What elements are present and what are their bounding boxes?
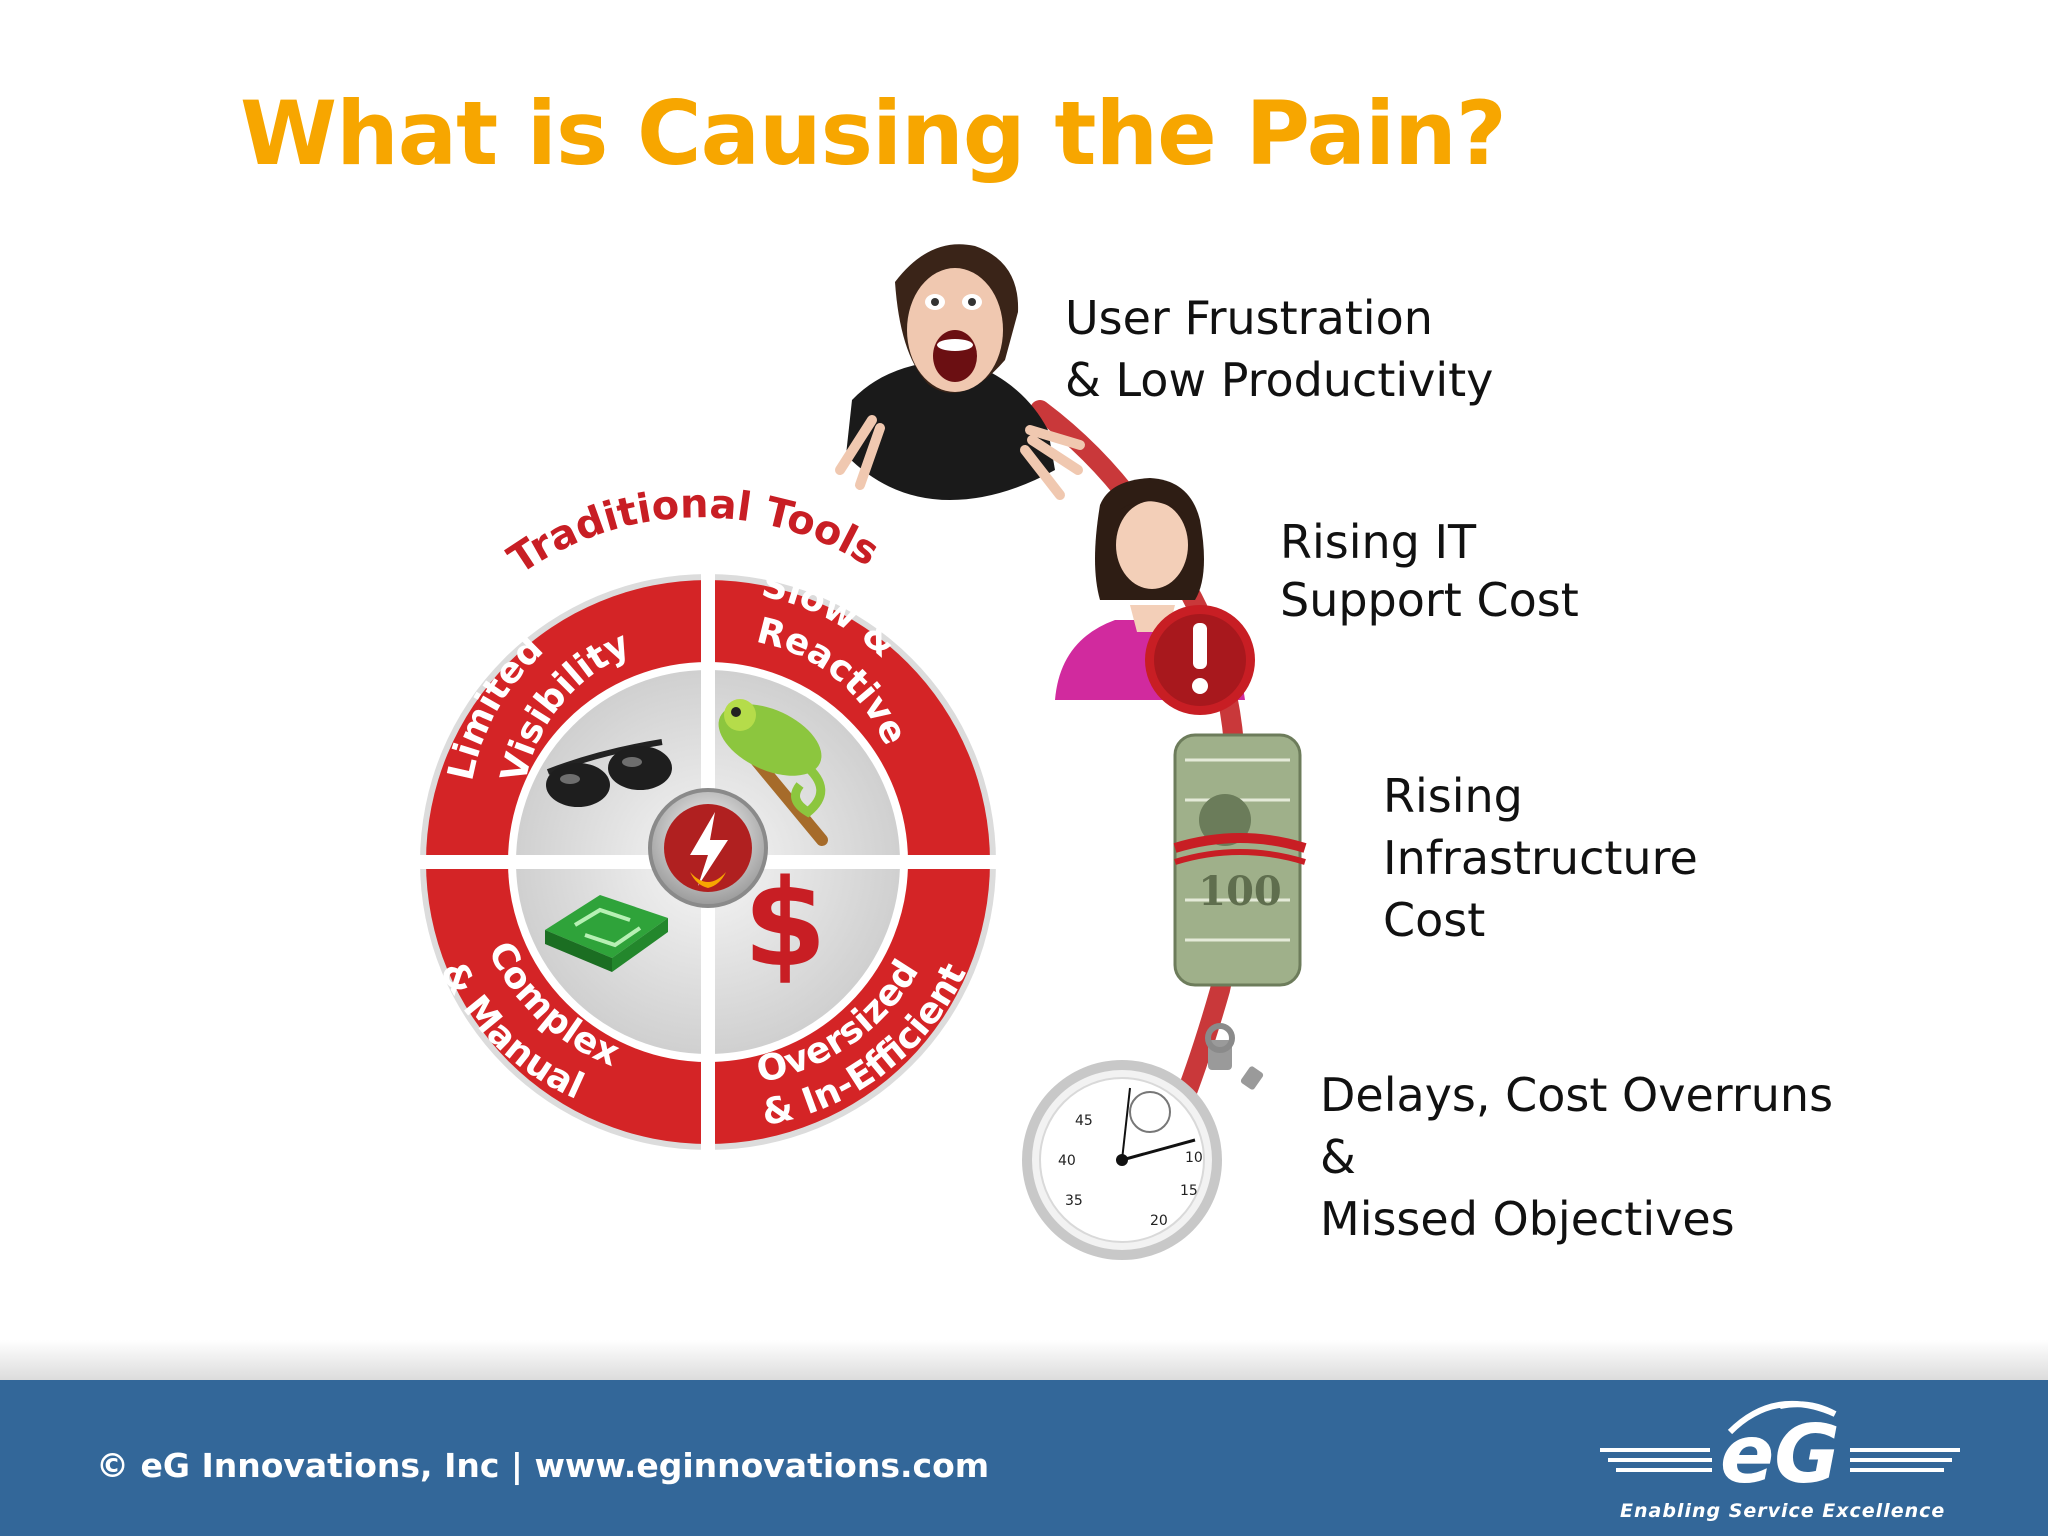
traditional-tools-wheel: Limited Visibility Slow & Reactive Compl…	[420, 481, 996, 1150]
pain-rising-it-support-cost: Rising IT Support Cost	[1280, 513, 1579, 629]
pain-delays-cost-overruns-line1: Delays, Cost Overruns	[1320, 1068, 1834, 1122]
pain-user-frustration: User Frustration & Low Productivity	[1065, 287, 1493, 411]
svg-text:35: 35	[1065, 1193, 1083, 1209]
svg-text:20: 20	[1150, 1213, 1168, 1229]
footer-copyright: © eG Innovations, Inc | www.eginnovation…	[96, 1446, 990, 1485]
pain-user-frustration-line2: & Low Productivity	[1065, 353, 1494, 407]
pain-delays-cost-overruns-line2: &	[1320, 1130, 1356, 1184]
pain-rising-it-support-cost-line1: Rising IT	[1280, 515, 1477, 569]
svg-text:15: 15	[1180, 1183, 1198, 1199]
pain-rising-infrastructure-cost: Rising Infrastructure Cost	[1383, 765, 1698, 951]
eg-logo-text: eG	[1720, 1408, 1840, 1501]
logo-tagline: Enabling Service Excellence	[1620, 1500, 1946, 1522]
svg-text:Traditional Tools: Traditional Tools	[500, 481, 887, 583]
money-roll-icon: 100	[1173, 733, 1307, 987]
pain-rising-infrastructure-cost-line1: Rising	[1383, 769, 1523, 823]
support-person-alert-icon	[1055, 478, 1255, 715]
pain-rising-it-support-cost-line2: Support Cost	[1280, 573, 1579, 627]
sunglasses-icon	[546, 739, 672, 807]
chameleon-icon	[718, 699, 828, 846]
svg-text:10: 10	[1185, 1150, 1203, 1166]
svg-text:100: 100	[1198, 868, 1282, 915]
stopwatch-icon: 45 40 35 20 15 10	[1022, 1023, 1264, 1260]
footer-shadow	[0, 1340, 2048, 1380]
screaming-woman-icon	[835, 244, 1085, 500]
pain-rising-infrastructure-cost-line3: Cost	[1383, 893, 1486, 947]
maze-icon	[545, 895, 668, 972]
pain-user-frustration-line1: User Frustration	[1065, 291, 1433, 345]
pain-delays-cost-overruns: Delays, Cost Overruns & Missed Objective…	[1320, 1064, 1833, 1250]
pain-rising-infrastructure-cost-line2: Infrastructure	[1383, 831, 1698, 885]
lightning-flame-icon	[648, 788, 768, 908]
svg-text:45: 45	[1075, 1113, 1093, 1129]
eg-logo: eG	[1600, 1401, 1960, 1501]
slide-title: What is Causing the Pain?	[240, 82, 1507, 185]
svg-text:40: 40	[1058, 1153, 1076, 1169]
pain-delays-cost-overruns-line3: Missed Objectives	[1320, 1192, 1735, 1246]
traditional-tools-label: Traditional Tools	[500, 481, 887, 583]
